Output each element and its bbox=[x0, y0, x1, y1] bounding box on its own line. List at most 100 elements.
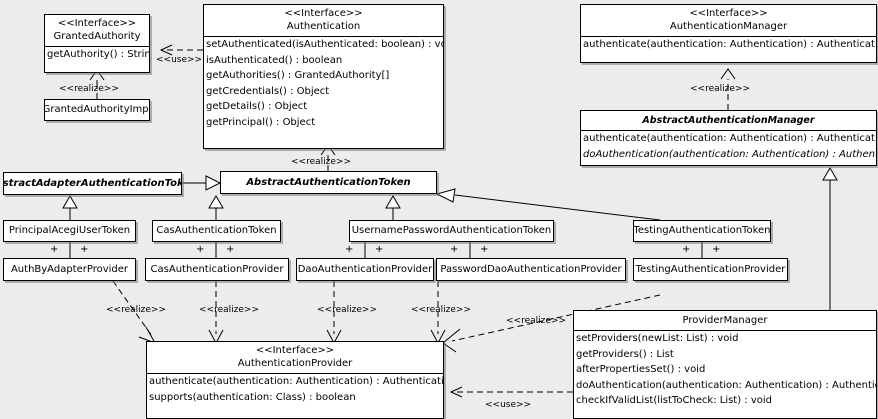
operation-item: authenticate(authentication: Authenticat… bbox=[149, 376, 443, 387]
class-name: AbstractAuthenticationManager bbox=[642, 115, 815, 126]
operations-compartment: setProviders(newList: List) : void getPr… bbox=[574, 331, 876, 409]
edge-principal-acegi-token-extends-adapter-token bbox=[62, 195, 78, 220]
class-header: <<Interface>> Authentication bbox=[204, 5, 443, 36]
compartment-separator bbox=[581, 36, 876, 37]
operation-item: setAuthenticated(isAuthenticated: boolea… bbox=[206, 39, 443, 50]
stereotype-label: <<Interface>> bbox=[689, 8, 768, 19]
edge-provider-manager-extends-abstract-authentication-manager bbox=[822, 167, 838, 310]
class-name: AbstractAuthenticationToken bbox=[246, 176, 411, 188]
class-name: GrantedAuthority bbox=[53, 31, 141, 42]
operation-item: getAuthorities() : GrantedAuthority[] bbox=[206, 70, 390, 81]
operation-item: afterPropertiesSet() : void bbox=[576, 364, 706, 375]
edge-username-password-token-extends-abstract-token bbox=[385, 195, 401, 220]
edge-label-realize-granted-authority-impl: <<realize>> bbox=[59, 84, 119, 94]
class-name: GrantedAuthorityImpl bbox=[44, 104, 150, 115]
operation-item: getPrincipal() : Object bbox=[206, 116, 316, 128]
operation-item: getDetails() : Object bbox=[206, 101, 308, 112]
association-end-marker: + bbox=[345, 244, 354, 255]
operations-compartment: setAuthenticated(isAuthenticated: boolea… bbox=[204, 37, 443, 130]
class-auth-by-adapter-provider[interactable]: AuthByAdapterProvider bbox=[3, 258, 136, 281]
operations-compartment: authenticate(authentication: Authenticat… bbox=[147, 374, 443, 405]
class-cas-authentication-provider[interactable]: CasAuthenticationProvider bbox=[145, 258, 289, 281]
operation-item: checkIfValidList(listToCheck: List) : vo… bbox=[576, 395, 773, 406]
class-authentication-manager[interactable]: <<Interface>> AuthenticationManager auth… bbox=[580, 4, 877, 63]
operations-compartment: authenticate(authentication: Authenticat… bbox=[581, 37, 876, 53]
association-end-marker: + bbox=[80, 244, 89, 255]
class-cas-authentication-token[interactable]: CasAuthenticationToken bbox=[152, 220, 281, 242]
operation-item: isAuthenticated() : boolean bbox=[206, 54, 343, 66]
class-name: ProviderManager bbox=[682, 315, 768, 326]
class-granted-authority[interactable]: <<Interface>> GrantedAuthority getAuthor… bbox=[44, 14, 150, 73]
class-name: TestingAuthenticationProvider bbox=[635, 263, 786, 275]
edge-label-use-granted-authority: <<use>> bbox=[156, 55, 203, 65]
edge-testing-token-extends-abstract-token bbox=[435, 188, 661, 221]
class-dao-authentication-provider[interactable]: DaoAuthenticationProvider bbox=[296, 258, 434, 281]
class-authentication-provider[interactable]: <<Interface>> AuthenticationProvider aut… bbox=[146, 341, 444, 419]
association-end-marker: + bbox=[226, 244, 235, 255]
operation-item: doAuthentication(authentication: Authent… bbox=[576, 379, 876, 391]
class-username-password-authentication-token[interactable]: UsernamePasswordAuthenticationToken bbox=[349, 220, 554, 242]
operation-item: authenticate(authentication: Authenticat… bbox=[583, 133, 876, 144]
operation-item: getAuthority() : String bbox=[47, 49, 149, 60]
class-name: CasAuthenticationProvider bbox=[150, 263, 284, 275]
edge-label-realize-password-dao-provider: <<realize>> bbox=[411, 305, 471, 315]
edge-abstract-adapter-token-extends-abstract-token bbox=[182, 175, 222, 191]
class-name: Authentication bbox=[286, 21, 361, 32]
stereotype-label: <<Interface>> bbox=[57, 18, 137, 29]
edge-label-realize-authentication-manager: <<realize>> bbox=[690, 84, 750, 94]
class-name: AbstractAdapterAuthenticationToken bbox=[3, 177, 181, 189]
association-end-marker: + bbox=[712, 244, 721, 255]
association-end-marker: + bbox=[375, 244, 384, 255]
edge-label-realize-testing-provider: <<realize>> bbox=[506, 316, 566, 326]
association-end-marker: + bbox=[50, 244, 59, 255]
operation-item: supports(authentication: Class) : boolea… bbox=[149, 391, 356, 403]
class-principal-acegi-user-token[interactable]: PrincipalAcegiUserToken bbox=[3, 220, 136, 242]
class-name: CasAuthenticationToken bbox=[156, 225, 277, 236]
class-granted-authority-impl[interactable]: GrantedAuthorityImpl bbox=[44, 99, 150, 121]
class-header: <<Interface>> AuthenticationManager bbox=[581, 5, 876, 36]
association-end-marker: + bbox=[196, 244, 205, 255]
compartment-separator bbox=[45, 46, 149, 47]
class-header: AbstractAuthenticationManager bbox=[581, 111, 876, 130]
class-header: <<Interface>> AuthenticationProvider bbox=[147, 342, 443, 373]
class-name: PasswordDaoAuthenticationProvider bbox=[440, 263, 622, 275]
edge-label-realize-auth-by-adapter-provider: <<realize>> bbox=[106, 305, 166, 315]
class-provider-manager[interactable]: ProviderManager setProviders(newList: Li… bbox=[573, 310, 877, 419]
class-header: ProviderManager bbox=[574, 311, 876, 330]
edge-label-realize-cas-provider: <<realize>> bbox=[199, 305, 259, 315]
compartment-separator bbox=[574, 330, 876, 331]
class-name: AuthenticationManager bbox=[669, 21, 788, 32]
compartment-separator bbox=[147, 373, 443, 374]
operation-item: doAuthentication(authentication: Authent… bbox=[583, 148, 876, 160]
operation-item: getProviders() : List bbox=[576, 348, 674, 360]
stereotype-label: <<Interface>> bbox=[255, 345, 335, 356]
class-name: PrincipalAcegiUserToken bbox=[8, 225, 131, 236]
class-testing-authentication-provider[interactable]: TestingAuthenticationProvider bbox=[633, 258, 788, 281]
edge-label-use-provider-manager: <<use>> bbox=[485, 400, 532, 410]
class-testing-authentication-token[interactable]: TestingAuthenticationToken bbox=[633, 220, 771, 242]
operations-compartment: getAuthority() : String bbox=[45, 47, 149, 63]
class-name: DaoAuthenticationProvider bbox=[297, 263, 433, 275]
class-abstract-adapter-authentication-token[interactable]: AbstractAdapterAuthenticationToken bbox=[3, 172, 182, 195]
operation-item: getCredentials() : Object bbox=[206, 85, 330, 97]
association-end-marker: + bbox=[450, 244, 459, 255]
compartment-separator bbox=[581, 130, 876, 131]
association-end-marker: + bbox=[682, 244, 691, 255]
operation-item: setProviders(newList: List) : void bbox=[576, 333, 739, 344]
operation-item: authenticate(authentication: Authenticat… bbox=[583, 39, 876, 50]
class-abstract-authentication-token[interactable]: AbstractAuthenticationToken bbox=[220, 171, 437, 194]
edge-label-realize-dao-provider: <<realize>> bbox=[317, 305, 377, 315]
class-authentication[interactable]: <<Interface>> Authentication setAuthenti… bbox=[203, 4, 444, 149]
class-name: AuthenticationProvider bbox=[237, 358, 353, 369]
class-header: <<Interface>> GrantedAuthority bbox=[45, 15, 149, 46]
class-name: UsernamePasswordAuthenticationToken bbox=[351, 225, 552, 236]
edge-cas-token-extends-abstract-token bbox=[208, 195, 224, 220]
stereotype-label: <<Interface>> bbox=[284, 8, 363, 19]
class-password-dao-authentication-provider[interactable]: PasswordDaoAuthenticationProvider bbox=[436, 258, 626, 281]
class-name: TestingAuthenticationToken bbox=[633, 225, 771, 236]
edge-label-realize-abstract-authentication-token: <<realize>> bbox=[291, 157, 351, 167]
class-name: AuthByAdapterProvider bbox=[10, 263, 129, 275]
operations-compartment: authenticate(authentication: Authenticat… bbox=[581, 131, 876, 162]
class-abstract-authentication-manager[interactable]: AbstractAuthenticationManager authentica… bbox=[580, 110, 877, 166]
